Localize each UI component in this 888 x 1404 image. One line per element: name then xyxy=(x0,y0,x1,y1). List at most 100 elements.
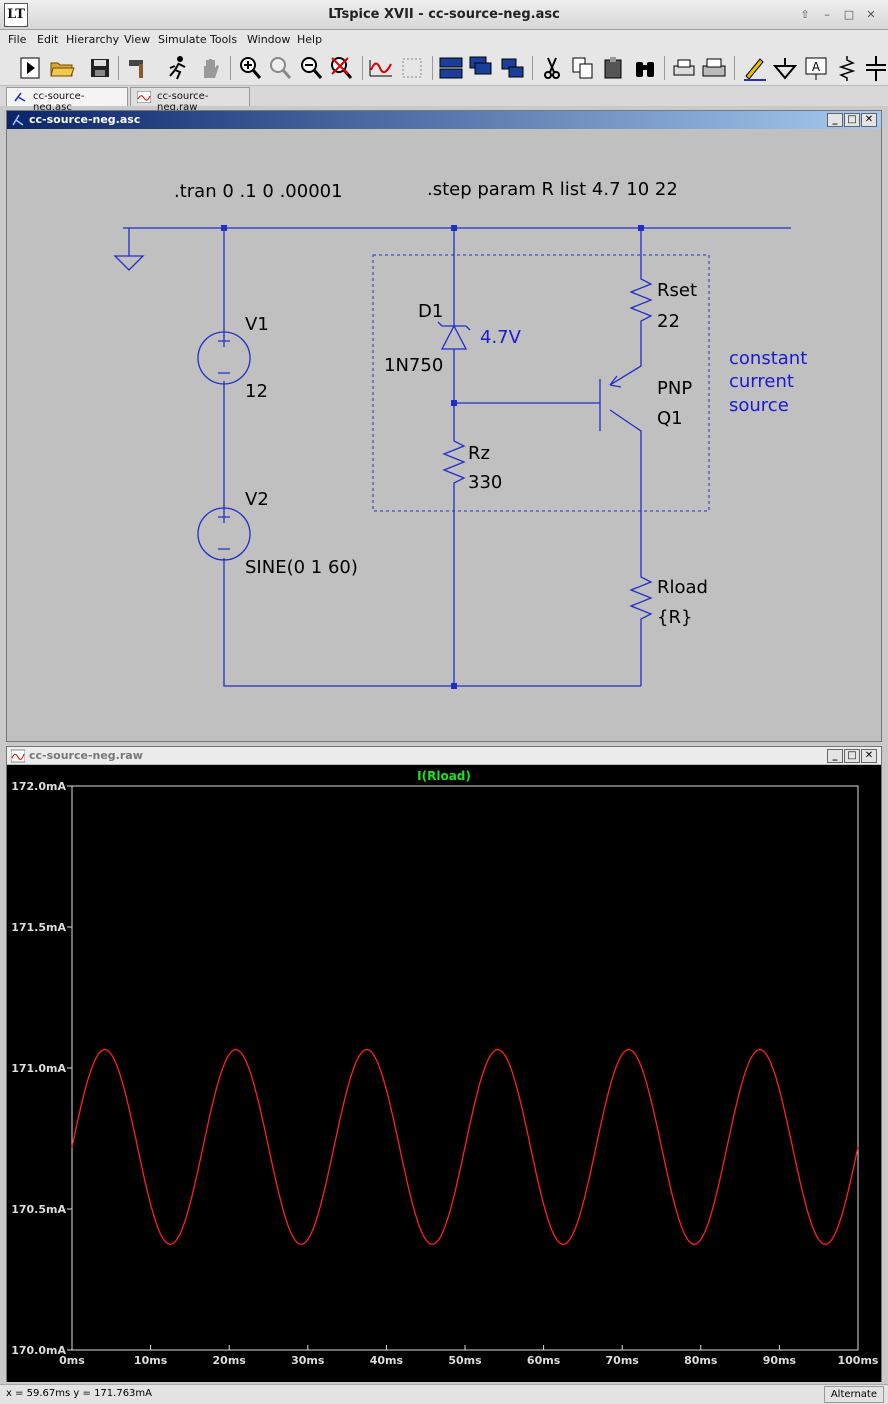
x-tick-label: 90ms xyxy=(763,1354,797,1367)
find-binoculars-icon[interactable] xyxy=(631,54,659,82)
print-icon[interactable] xyxy=(700,54,728,82)
status-mode: Alternate xyxy=(823,1386,884,1403)
d1-model-label: 1N750 xyxy=(384,355,443,376)
draw-wire-pencil-icon[interactable] xyxy=(740,54,768,82)
rload-resistor-symbol[interactable] xyxy=(629,571,653,628)
resistor-icon[interactable] xyxy=(833,54,861,82)
save-icon[interactable] xyxy=(86,54,114,82)
cut-scissors-icon[interactable] xyxy=(538,54,566,82)
trace-irload[interactable] xyxy=(71,1049,859,1245)
x-tick-label: 0ms xyxy=(59,1354,85,1367)
pick-visible-traces-icon[interactable] xyxy=(398,54,426,82)
tile-vertical-icon[interactable] xyxy=(499,54,527,82)
schematic-canvas[interactable]: .tran 0 .1 0 .00001 .step param R list 4… xyxy=(9,131,879,741)
net-label-icon[interactable]: A xyxy=(802,54,830,82)
y-tick-label: 171.0mA xyxy=(11,1062,66,1075)
tile-horizontal-icon[interactable] xyxy=(437,54,465,82)
window-close-button[interactable]: ✕ xyxy=(866,8,876,21)
rz-resistor-symbol[interactable] xyxy=(442,436,466,491)
rz-name-label: Rz xyxy=(468,443,490,464)
schematic-icon xyxy=(12,114,24,126)
control-panel-hammer-icon[interactable] xyxy=(126,54,154,82)
menu-simulate[interactable]: Simulate xyxy=(158,33,207,46)
x-tick-label: 20ms xyxy=(213,1354,247,1367)
waveform-minimize-button[interactable]: _ xyxy=(827,749,843,763)
document-tab-bar: cc-source-neg.asc cc-source-neg.raw xyxy=(0,86,888,113)
plot-axes xyxy=(67,785,859,1351)
rload-value-label: {R} xyxy=(657,607,692,628)
toolbar-separator xyxy=(118,56,119,80)
toolbar-separator xyxy=(230,56,231,80)
rset-resistor-symbol[interactable] xyxy=(629,274,653,328)
toolbar-separator xyxy=(532,56,533,80)
menu-window[interactable]: Window xyxy=(247,33,291,46)
cascade-windows-icon[interactable] xyxy=(468,54,496,82)
menu-help[interactable]: Help xyxy=(297,33,323,46)
v2-value-label: SINE(0 1 60) xyxy=(245,557,358,578)
zoom-in-icon[interactable] xyxy=(236,54,264,82)
open-folder-icon[interactable] xyxy=(48,54,76,82)
window-minimize-button[interactable]: – xyxy=(824,8,830,21)
zoom-cancel-icon[interactable] xyxy=(327,54,355,82)
status-bar: x = 59.67ms y = 171.763mA Alternate xyxy=(0,1384,888,1404)
x-tick-label: 60ms xyxy=(527,1354,561,1367)
step-directive[interactable]: .step param R list 4.7 10 22 xyxy=(427,179,678,200)
series-line-irload[interactable] xyxy=(71,1049,859,1245)
run-simulation-icon[interactable] xyxy=(164,54,192,82)
annotation-line-3[interactable]: source xyxy=(729,395,789,416)
d1-zener-diode-symbol[interactable] xyxy=(437,321,471,350)
v1-voltage-source-symbol[interactable] xyxy=(197,331,251,385)
menu-view[interactable]: View xyxy=(124,33,151,46)
toolbar: A xyxy=(0,50,888,86)
menu-file[interactable]: File xyxy=(8,33,27,46)
q1-pnp-transistor-symbol[interactable] xyxy=(599,375,622,431)
x-tick-label: 40ms xyxy=(370,1354,404,1367)
paste-icon[interactable] xyxy=(600,54,628,82)
annotation-line-1[interactable]: constant xyxy=(729,348,807,369)
window-title: LTspice XVII - cc-source-neg.asc xyxy=(328,7,560,22)
x-tick-label: 70ms xyxy=(606,1354,640,1367)
print-preview-icon[interactable] xyxy=(670,54,698,82)
copy-icon[interactable] xyxy=(569,54,597,82)
window-shade-button[interactable]: ⇧ xyxy=(800,8,810,21)
zoom-out-icon[interactable] xyxy=(297,54,325,82)
q1-name-label: Q1 xyxy=(657,408,683,429)
x-tick-label: 50ms xyxy=(448,1354,482,1367)
ground-symbol-icon[interactable] xyxy=(771,54,799,82)
tab-waveform-label: cc-source-neg.raw xyxy=(157,91,209,113)
zoom-full-icon[interactable] xyxy=(266,54,294,82)
menu-tools[interactable]: Tools xyxy=(210,33,238,46)
menu-hierarchy[interactable]: Hierarchy xyxy=(66,33,120,46)
tab-schematic-label: cc-source-neg.asc xyxy=(33,91,85,113)
plot-tick-labels: 0ms 10ms 20ms 30ms 40ms 50ms 60ms 70ms 80ms 90ms 1… xyxy=(11,780,879,1367)
window-maximize-button[interactable]: □ xyxy=(843,8,855,21)
menu-edit[interactable]: Edit xyxy=(37,33,59,46)
rz-value-label: 330 xyxy=(468,472,502,493)
svg-text:A: A xyxy=(812,60,821,74)
waveform-plot[interactable]: I(Rload) 0ms 10ms 20ms 30ms 40ms 50ms 60ms 70ms… xyxy=(7,766,881,1382)
halt-hand-icon[interactable] xyxy=(196,54,224,82)
schematic-close-button[interactable]: ✕ xyxy=(861,113,877,127)
capacitor-icon[interactable] xyxy=(862,54,888,82)
trace-label-irload[interactable]: I(Rload) xyxy=(417,769,471,783)
schematic-restore-button[interactable]: □ xyxy=(844,113,860,127)
toolbar-separator xyxy=(664,56,665,80)
tab-schematic[interactable]: cc-source-neg.asc xyxy=(6,87,128,113)
x-tick-label: 30ms xyxy=(291,1354,325,1367)
q1-type-label: PNP xyxy=(657,378,692,399)
v2-voltage-source-symbol[interactable] xyxy=(197,507,251,561)
y-tick-label: 170.5mA xyxy=(11,1203,66,1216)
waveform-restore-button[interactable]: □ xyxy=(844,749,860,763)
autorange-icon[interactable] xyxy=(367,54,395,82)
wires xyxy=(113,227,791,687)
annotation-line-2[interactable]: current xyxy=(729,371,794,392)
x-tick-label: 80ms xyxy=(684,1354,718,1367)
toolbar-separator xyxy=(432,56,433,80)
new-schematic-icon[interactable] xyxy=(16,54,44,82)
tab-waveform[interactable]: cc-source-neg.raw xyxy=(130,87,250,113)
schematic-minimize-button[interactable]: _ xyxy=(827,113,843,127)
waveform-close-button[interactable]: ✕ xyxy=(861,749,877,763)
x-tick-label: 10ms xyxy=(134,1354,168,1367)
tran-directive[interactable]: .tran 0 .1 0 .00001 xyxy=(174,181,343,202)
